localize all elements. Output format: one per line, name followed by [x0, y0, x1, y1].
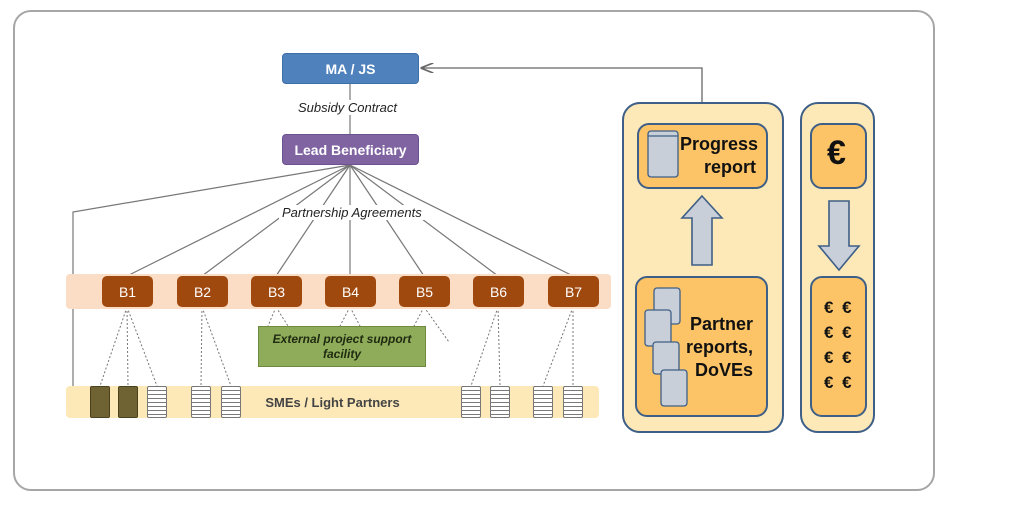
ma-js-box: MA / JS — [282, 53, 419, 84]
sme-block — [147, 386, 167, 418]
lead-beneficiary-box: Lead Beneficiary — [282, 134, 419, 165]
euro-row: € € — [824, 348, 854, 367]
sme-block — [221, 386, 241, 418]
report-flow-arrow — [422, 68, 703, 102]
beneficiary-label: B4 — [341, 283, 360, 300]
partnership-agreements-label: Partnership Agreements — [279, 205, 425, 220]
progress-report-line: Progress — [680, 134, 759, 154]
euro-payments-box — [810, 276, 867, 417]
beneficiary-label: B7 — [564, 283, 583, 300]
euro-row: € € — [824, 298, 854, 317]
beneficiary-b5: B5 — [399, 276, 450, 307]
subsidy-contract-label: Subsidy Contract — [295, 100, 400, 115]
beneficiary-b3: B3 — [251, 276, 302, 307]
sme-dotted-links — [99, 306, 574, 387]
euro-row: € € — [824, 323, 854, 342]
sme-block — [90, 386, 110, 418]
progress-report-line: report — [703, 157, 756, 177]
beneficiary-label: B3 — [267, 283, 286, 300]
external-support-box: External project support facility — [258, 326, 426, 367]
partner-reports-line: Partner — [689, 314, 753, 334]
sme-block — [191, 386, 211, 418]
external-support-label: External project support facility — [272, 331, 412, 361]
euro-row: € € — [824, 373, 854, 392]
partner-reports-line: DoVEs — [694, 360, 753, 380]
document-stack-icon — [644, 287, 688, 407]
sme-block — [533, 386, 553, 418]
euro-icon: € — [827, 134, 846, 172]
partner-reports-line: reports, — [686, 337, 754, 357]
lead-beneficiary-label: Lead Beneficiary — [294, 141, 407, 158]
beneficiary-b6: B6 — [473, 276, 524, 307]
beneficiary-b1: B1 — [102, 276, 153, 307]
beneficiary-b4: B4 — [325, 276, 376, 307]
sme-block — [461, 386, 481, 418]
sme-block — [118, 386, 138, 418]
sme-band-label: SMEs / Light Partners — [265, 394, 400, 410]
progress-report-label: Progress report — [680, 133, 759, 179]
beneficiary-label: B2 — [193, 283, 212, 300]
beneficiary-b2: B2 — [177, 276, 228, 307]
beneficiary-label: B5 — [415, 283, 434, 300]
sme-block — [563, 386, 583, 418]
ma-js-label: MA / JS — [325, 60, 376, 77]
partner-reports-label: Partner reports, DoVEs — [686, 313, 753, 382]
down-arrow-icon — [817, 200, 861, 272]
up-arrow-icon — [680, 194, 724, 266]
sme-block — [490, 386, 510, 418]
beneficiary-label: B1 — [118, 283, 137, 300]
beneficiary-label: B6 — [489, 283, 508, 300]
document-icon — [647, 130, 679, 178]
beneficiary-b7: B7 — [548, 276, 599, 307]
euro-box — [810, 123, 867, 189]
